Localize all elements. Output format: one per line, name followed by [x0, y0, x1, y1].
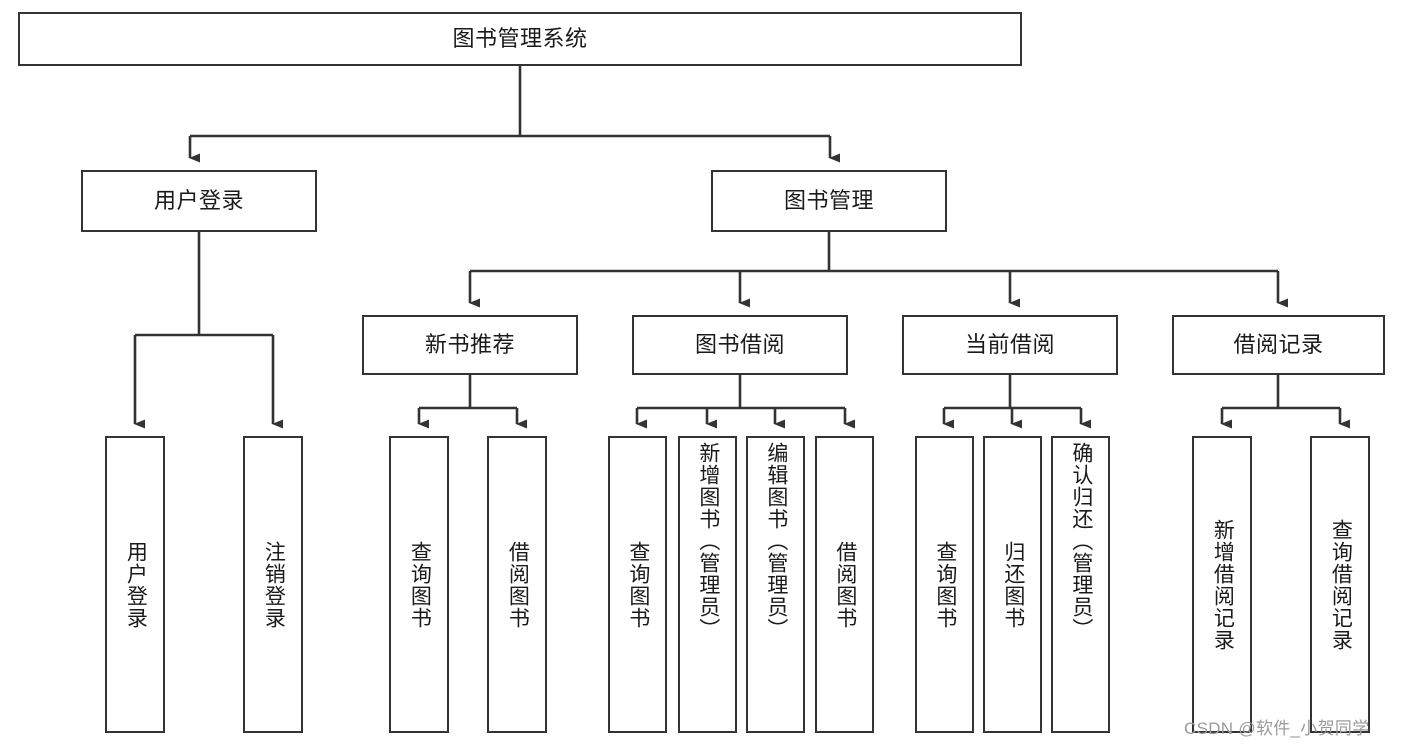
node-leaf-query-book-cb-label: 查询图书	[933, 540, 957, 629]
node-leaf-borrow-book-bb-label: 借阅图书	[833, 540, 857, 629]
node-leaf-edit-book-label: 编辑图书（管理员）	[764, 442, 788, 640]
node-current-borrow[interactable]: 当前借阅	[902, 315, 1118, 375]
node-borrow-record-label: 借阅记录	[1233, 331, 1324, 357]
node-book-borrow[interactable]: 图书借阅	[632, 315, 848, 375]
node-leaf-query-book-cb[interactable]: 查询图书	[915, 436, 974, 733]
node-leaf-borrow-book-rec-label: 借阅图书	[506, 540, 530, 629]
node-leaf-borrow-book-rec[interactable]: 借阅图书	[487, 436, 547, 733]
node-borrow-record[interactable]: 借阅记录	[1172, 315, 1385, 375]
node-leaf-add-record[interactable]: 新增借阅记录	[1192, 436, 1252, 733]
node-leaf-query-book-bb-label: 查询图书	[626, 540, 650, 629]
node-book-borrow-label: 图书借阅	[694, 331, 785, 357]
node-leaf-add-book[interactable]: 新增图书（管理员）	[678, 436, 737, 733]
csdn-watermark: CSDN @软件_小贺同学	[1184, 719, 1370, 738]
node-user-login-label: 用户登录	[153, 187, 244, 213]
node-book-manage[interactable]: 图书管理	[711, 170, 947, 232]
node-leaf-add-book-label: 新增图书（管理员）	[696, 442, 720, 640]
node-leaf-confirm-return[interactable]: 确认归还（管理员）	[1051, 436, 1110, 733]
node-leaf-edit-book[interactable]: 编辑图书（管理员）	[746, 436, 805, 733]
node-root[interactable]: 图书管理系统	[18, 12, 1022, 66]
node-leaf-query-book-rec[interactable]: 查询图书	[389, 436, 449, 733]
node-new-book-rec-label: 新书推荐	[424, 331, 515, 357]
node-leaf-return-book[interactable]: 归还图书	[983, 436, 1042, 733]
node-book-manage-label: 图书管理	[783, 187, 874, 213]
node-current-borrow-label: 当前借阅	[964, 331, 1055, 357]
node-leaf-query-book-rec-label: 查询图书	[408, 540, 432, 629]
node-leaf-logout-label: 注销登录	[262, 540, 286, 629]
node-leaf-logout[interactable]: 注销登录	[243, 436, 303, 733]
node-leaf-add-record-label: 新增借阅记录	[1211, 518, 1235, 651]
node-leaf-query-book-bb[interactable]: 查询图书	[608, 436, 667, 733]
node-root-label: 图书管理系统	[452, 25, 588, 51]
node-leaf-user-login-label: 用户登录	[124, 540, 148, 629]
node-leaf-return-book-label: 归还图书	[1001, 540, 1025, 629]
node-new-book-rec[interactable]: 新书推荐	[362, 315, 578, 375]
node-leaf-user-login[interactable]: 用户登录	[105, 436, 165, 733]
node-leaf-confirm-return-label: 确认归还（管理员）	[1069, 442, 1093, 640]
node-leaf-borrow-book-bb[interactable]: 借阅图书	[815, 436, 874, 733]
node-user-login[interactable]: 用户登录	[81, 170, 317, 232]
node-leaf-query-record[interactable]: 查询借阅记录	[1310, 436, 1370, 733]
node-leaf-query-record-label: 查询借阅记录	[1329, 518, 1353, 651]
